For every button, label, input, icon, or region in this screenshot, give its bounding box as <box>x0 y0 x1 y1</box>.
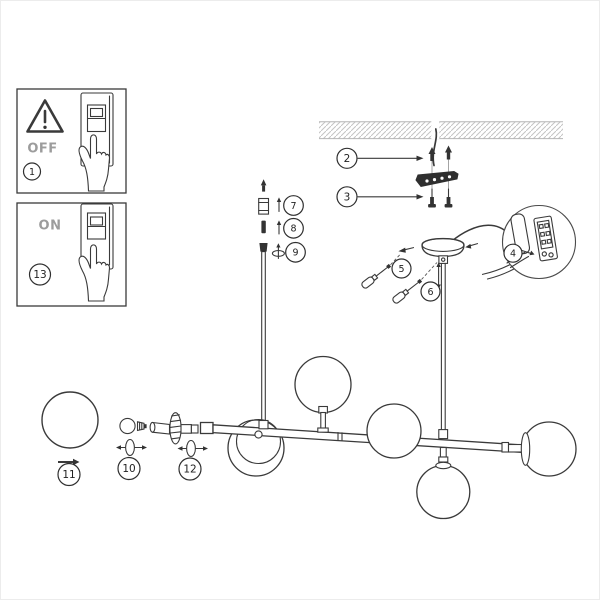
step-badge-6: 6 <box>420 281 441 302</box>
glass-globe-above <box>294 355 352 414</box>
light-switch-on <box>80 203 114 270</box>
rotate-arrow-9 <box>271 243 285 260</box>
bar-joint-ticks <box>337 431 343 442</box>
step-11-number: 11 <box>62 469 75 481</box>
step-6-number: 6 <box>427 287 433 298</box>
step-badge-2: 2 <box>336 147 358 169</box>
pointing-hand-icon <box>78 244 111 302</box>
glass-globe-part <box>41 391 99 449</box>
mounting-screw-left <box>428 188 436 208</box>
insert-arrow-11 <box>58 458 80 466</box>
bar-end-collar <box>199 421 214 435</box>
step-4-number: 4 <box>510 249 516 260</box>
socket-stem <box>149 412 199 445</box>
wall-anchor-right <box>445 145 452 160</box>
canopy <box>421 237 465 264</box>
glass-globe-front <box>366 403 422 459</box>
threaded-pin-bottom <box>261 220 266 234</box>
globe-opening-rim <box>520 432 531 466</box>
step-8-number: 8 <box>290 224 296 235</box>
canopy-wire <box>451 224 508 243</box>
lower-stem-collar <box>438 456 449 463</box>
ceiling-wire <box>432 128 438 167</box>
rod-top-connector <box>259 243 268 252</box>
step-badge-3: 3 <box>336 186 358 208</box>
step-9-number: 9 <box>292 248 298 259</box>
step-badge-13: 13 <box>28 263 52 286</box>
step-badge-8: 8 <box>283 217 304 239</box>
panel-power-off: OFF 1 <box>16 88 127 194</box>
wire-tail-1 <box>481 261 515 275</box>
mounting-screw-right <box>444 188 453 208</box>
glass-globe-below <box>416 464 471 520</box>
step-badge-9: 9 <box>285 241 306 263</box>
wire-direction-arrow <box>465 243 472 249</box>
globe-stem <box>320 411 326 430</box>
step-badge-1: 1 <box>22 162 42 181</box>
rod-bar-joint-left <box>258 419 269 430</box>
step-1-number: 1 <box>29 167 35 178</box>
canopy-nipple <box>438 255 449 264</box>
set-screw-arrow <box>398 247 406 253</box>
off-label: OFF <box>27 142 57 157</box>
rod-assembly-parts: 7 8 9 <box>258 179 306 263</box>
pointing-hand-icon <box>78 134 111 192</box>
on-label: ON <box>39 219 62 234</box>
step-badge-10: 10 <box>117 456 141 481</box>
ceiling-hatch <box>319 121 563 139</box>
terminal-strip <box>533 215 558 262</box>
down-rod-left <box>261 251 266 423</box>
bar-socket-hole <box>254 430 263 439</box>
step-10-number: 10 <box>122 463 135 475</box>
down-rod-right <box>440 262 446 431</box>
wall-anchor-left <box>428 147 436 161</box>
step-5-number: 5 <box>398 264 404 275</box>
canopy-section: 4 5 6 <box>361 204 577 304</box>
insert-arrow-7 <box>276 197 282 213</box>
bar-end-coupler <box>501 441 510 453</box>
step-badge-4: 4 <box>503 243 523 263</box>
terminal-arrow <box>529 250 535 256</box>
globe-neck-cap <box>435 461 452 470</box>
rotate-arrow-12 <box>177 439 208 458</box>
rod-coupler <box>258 197 270 215</box>
connector-cover <box>510 213 531 255</box>
step-badge-11: 11 <box>57 462 81 487</box>
step-badge-12: 12 <box>178 457 202 481</box>
wire-tail-2 <box>486 266 519 280</box>
mounting-bracket <box>415 170 459 188</box>
terminal-wire-2 <box>509 255 530 269</box>
step-2-number: 2 <box>344 153 351 165</box>
warning-icon <box>26 99 64 133</box>
insert-arrow-8 <box>276 220 282 235</box>
lower-stem <box>439 446 447 458</box>
fixture <box>199 355 577 520</box>
panel-power-on: ON 13 <box>16 202 127 307</box>
screwdriver-icon <box>361 263 392 289</box>
step-badge-5: 5 <box>391 258 412 279</box>
loose-parts: 11 10 <box>41 391 208 487</box>
step-7-number: 7 <box>290 201 296 212</box>
step-badge-7: 7 <box>283 195 304 216</box>
threaded-pin-top <box>260 179 267 192</box>
terminal-block-detail: 4 <box>501 204 577 280</box>
light-bulb <box>119 417 147 435</box>
glass-globe-behind-rim <box>235 418 282 465</box>
step-3-number: 3 <box>344 191 351 203</box>
screwdriver-icon <box>392 278 423 304</box>
bar-end-neck <box>507 443 524 453</box>
step-13-number: 13 <box>33 269 46 281</box>
ceiling-section: 2 3 <box>319 120 563 208</box>
rod-bar-joint-right <box>438 429 449 440</box>
stem-foot <box>317 427 329 433</box>
step-12-number: 12 <box>183 464 196 476</box>
rotate-arrow-10 <box>116 438 147 457</box>
